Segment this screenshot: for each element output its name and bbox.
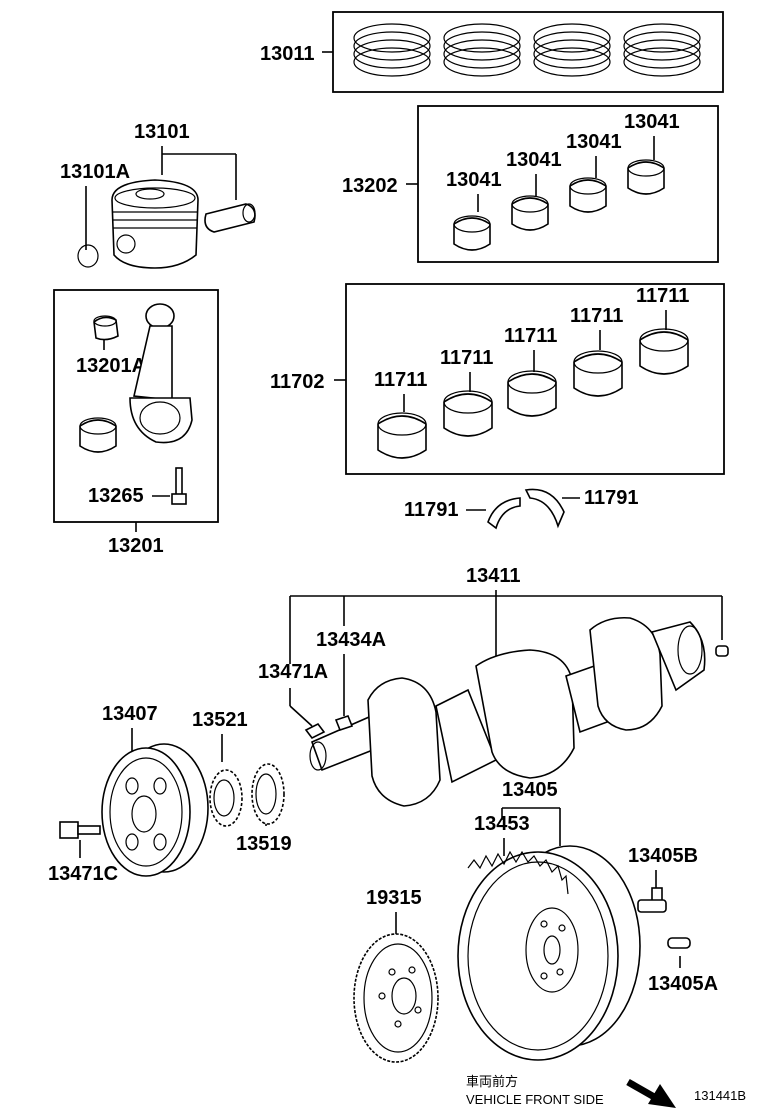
con-rod-assembly-group: 13201 13201A 13265 [53, 289, 219, 557]
label-con-rod-bearing-2[interactable]: 13041 [506, 149, 562, 171]
label-crankshaft[interactable]: 13411 [466, 565, 521, 587]
con-rod-bushing [93, 315, 119, 341]
main-bearing-shell-1 [377, 412, 427, 459]
main-bearing-set-group: 11702 11711 11711 11711 11711 11711 [270, 283, 725, 475]
label-con-rod-bearing-1[interactable]: 13041 [446, 169, 502, 191]
con-rod-bearing-set-group: 13202 13041 13041 13041 13041 [342, 105, 719, 263]
label-main-bearing-4[interactable]: 11711 [570, 305, 623, 327]
label-ring-gear[interactable]: 13453 [474, 813, 530, 835]
footer: 車両前方 VEHICLE FRONT SIDE 131441B [466, 1074, 746, 1108]
label-oil-pump-gear[interactable]: 13519 [236, 833, 292, 855]
direction-label-en: VEHICLE FRONT SIDE [466, 1092, 604, 1107]
label-piston[interactable]: 13101 [134, 121, 190, 143]
label-main-bearing-1[interactable]: 11711 [374, 369, 427, 391]
crank-key [304, 722, 326, 740]
drive-plate-group: 19315 [353, 887, 439, 1063]
main-bearing-shell-5 [639, 328, 689, 375]
label-con-rod-bearing-4[interactable]: 13041 [624, 111, 680, 133]
label-main-bearing-set[interactable]: 11702 [270, 371, 325, 393]
con-rod-bearing-shell-2 [511, 195, 549, 231]
thrust-washer-group: 11791 11791 [404, 487, 639, 530]
crankshaft-group: 13411 13434A 13471A [258, 565, 729, 807]
label-thrust-washer-right[interactable]: 11791 [584, 487, 639, 509]
label-main-bearing-5[interactable]: 11711 [636, 285, 689, 307]
crank-pin-b [715, 645, 729, 657]
piston-ring-4 [623, 23, 701, 77]
label-con-rod-bearing-3[interactable]: 13041 [566, 131, 622, 153]
piston-snap-ring [77, 244, 99, 268]
pulley-group: 13407 13521 13519 13471C [48, 703, 292, 885]
flywheel-bolt [637, 887, 667, 913]
piston-ring-1 [353, 23, 431, 77]
drive-plate [353, 933, 439, 1063]
label-flywheel-assembly[interactable]: 13405 [502, 779, 558, 801]
label-main-bearing-2[interactable]: 11711 [440, 347, 493, 369]
label-con-rod-bearing-set[interactable]: 13202 [342, 175, 398, 197]
con-rod-bearing-shell-1 [453, 215, 491, 251]
label-piston-snap-ring[interactable]: 13101A [60, 161, 130, 183]
con-rod-bolt [171, 467, 187, 505]
piston-pin [204, 203, 256, 233]
label-con-rod-bushing[interactable]: 13201A [76, 355, 146, 377]
label-thrust-washer-left[interactable]: 11791 [404, 499, 459, 521]
piston-ring-icons [353, 23, 701, 77]
piston-group: 13101 13101A [60, 121, 256, 269]
con-rod-bearing-shell-3 [569, 177, 607, 213]
con-rod [129, 303, 193, 444]
label-main-bearing-3[interactable]: 11711 [504, 325, 557, 347]
timing-gear [209, 769, 243, 827]
piston-ring-2 [443, 23, 521, 77]
label-timing-gear[interactable]: 13521 [192, 709, 248, 731]
front-direction-arrow-icon [626, 1078, 676, 1108]
main-bearing-shell-4 [573, 350, 623, 397]
main-bearing-shell-2 [443, 390, 493, 437]
label-drive-plate[interactable]: 19315 [366, 887, 422, 909]
label-flywheel-pin[interactable]: 13405A [648, 973, 718, 995]
label-con-rod-assembly[interactable]: 13201 [108, 535, 164, 557]
label-crank-pin-b[interactable]: 13434A [316, 629, 386, 651]
piston-ring-3 [533, 23, 611, 77]
flywheel-pin [667, 937, 691, 949]
flywheel [457, 845, 641, 1061]
flywheel-group: 13405 13453 13405B 13405A [457, 779, 718, 1061]
ring-gear [467, 850, 569, 895]
diagram-id: 131441B [694, 1088, 746, 1103]
main-bearing-box [345, 283, 725, 475]
thrust-washer-right [524, 488, 565, 529]
label-crank-key[interactable]: 13471A [258, 661, 328, 683]
crank-pulley [101, 743, 209, 877]
label-pulley[interactable]: 13407 [102, 703, 158, 725]
pulley-bolt [59, 821, 101, 839]
crank-key-2 [334, 715, 354, 731]
con-rod-bearing-shell-4 [627, 159, 665, 195]
label-ring-set[interactable]: 13011 [260, 43, 315, 65]
direction-label-jp: 車両前方 [466, 1074, 518, 1089]
thrust-washer-left [487, 497, 521, 530]
main-bearing-shell-3 [507, 370, 557, 417]
label-flywheel-bolt[interactable]: 13405B [628, 845, 698, 867]
label-pulley-bolt[interactable]: 13471C [48, 863, 118, 885]
piston-body [111, 179, 199, 269]
piston-ring-set-group: 13011 [260, 11, 724, 93]
con-rod-bearing-shell [79, 417, 117, 453]
oil-pump-drive-gear [251, 763, 285, 825]
label-con-rod-bolt[interactable]: 13265 [88, 485, 144, 507]
crankshaft [309, 616, 706, 807]
